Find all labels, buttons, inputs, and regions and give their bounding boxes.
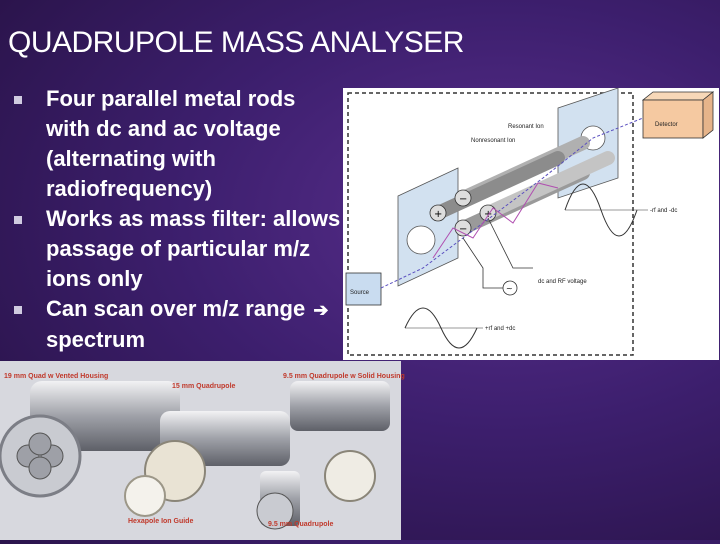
bullet-item: Works as mass filter: allows passage of …: [14, 204, 344, 294]
quadrupole-diagram: Detector Source − − + +: [343, 87, 719, 360]
tilde-icon: ~: [506, 284, 513, 293]
detector-box-top: [641, 91, 715, 101]
square-bullet-icon: [14, 216, 22, 224]
plus-sign-icon: +: [434, 209, 442, 220]
label-quad-solid: 9.5 mm Quadrupole w Solid Housing: [283, 373, 405, 380]
label-hexapole: Hexapole Ion Guide: [128, 518, 194, 525]
circuit-wire: [487, 217, 533, 269]
minus-sign-icon: −: [459, 194, 467, 205]
bullet-item: Four parallel metal rods with dc and ac …: [14, 84, 344, 204]
rod-end: [454, 219, 472, 237]
minus-sign-icon: −: [459, 224, 467, 235]
bullet-text-before: Can scan over m/z range: [46, 296, 306, 321]
quadrupole-small-end: [256, 492, 294, 530]
nonresonant-ion-path: [432, 182, 559, 259]
plus-rf-dc-label: +rf and +dc: [485, 326, 515, 332]
detector-label: Detector: [655, 122, 678, 128]
resonant-ion-path: [380, 117, 644, 289]
nonresonant-ion-label: Nonresonant Ion: [471, 138, 515, 144]
quadrupole-diagram-svg: Detector Source − − + +: [345, 87, 715, 356]
bullet-item: Can scan over m/z range ➔ spectrum: [14, 294, 344, 355]
detector-box-side: [702, 91, 714, 139]
resonant-ion-label: Resonant Ion: [508, 124, 544, 130]
minus-rf-dc-label: -rf and -dc: [650, 208, 677, 214]
rod-end: [454, 189, 472, 207]
source-label: Source: [350, 290, 370, 296]
entrance-plate: [397, 167, 459, 287]
rod-end: [28, 456, 52, 480]
ac-source-icon: [502, 280, 518, 296]
bullet-text: Four parallel metal rods with dc and ac …: [46, 86, 296, 201]
hexapole-ion-guide: [124, 475, 166, 517]
source-box: [345, 272, 382, 306]
square-bullet-icon: [14, 96, 22, 104]
label-quad-vented: 19 mm Quad w Vented Housing: [4, 373, 109, 380]
solid-housing: [290, 381, 390, 431]
bullet-text: Works as mass filter: allows passage of …: [46, 206, 341, 291]
diagram-border: [347, 92, 634, 356]
housing-end: [0, 414, 82, 498]
bullet-list: Four parallel metal rods with dc and ac …: [14, 84, 344, 355]
label-quad-small: 9.5 mm Quadrupole: [268, 521, 334, 528]
quadrupole-hardware-photo: 19 mm Quad w Vented Housing 15 mm Quadru…: [0, 361, 405, 540]
solid-housing-end: [324, 450, 376, 502]
detector-box: [642, 99, 704, 139]
label-quad-15: 15 mm Quadrupole: [172, 383, 236, 390]
dc-rf-voltage-label: dc and RF voltage: [538, 279, 587, 285]
rod-end: [429, 204, 447, 222]
rod-end: [28, 432, 52, 456]
slide-title: QUADRUPOLE MASS ANALYSER: [8, 26, 464, 59]
square-bullet-icon: [14, 306, 22, 314]
hardware-photo-svg: [0, 361, 401, 540]
circuit-wire: [462, 237, 508, 289]
right-arrow-icon: ➔: [313, 300, 329, 320]
bullet-text-after: spectrum: [46, 327, 146, 352]
entrance-aperture: [406, 225, 436, 255]
